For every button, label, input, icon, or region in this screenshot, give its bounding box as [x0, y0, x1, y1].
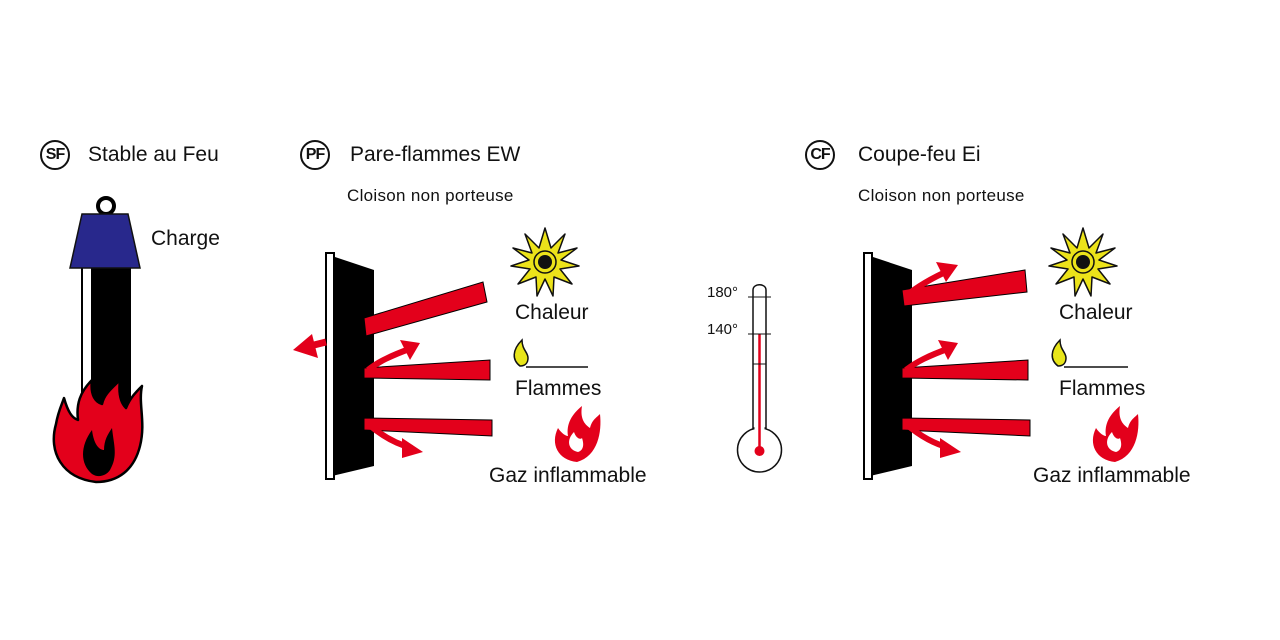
thermo-tick-140: 140°	[707, 321, 739, 338]
thermo-tick-180: 180°	[707, 284, 739, 301]
cf-label-chaleur: Chaleur	[1059, 301, 1133, 324]
pf-label-chaleur: Chaleur	[515, 301, 589, 324]
fire-icon	[52, 378, 144, 484]
weight-icon	[69, 196, 141, 269]
sf-title: Stable au Feu	[88, 143, 219, 166]
cf-gas-arrow	[901, 417, 1031, 458]
charge-label: Charge	[151, 227, 220, 250]
gas-fire-icon	[554, 406, 601, 462]
cf-partition-face	[863, 252, 873, 480]
sun-icon	[510, 227, 580, 297]
pf-partition-face	[325, 252, 335, 480]
pf-gas-arrow	[363, 417, 493, 458]
cf-wall	[863, 252, 912, 480]
cf-heat-arrow	[901, 262, 1028, 307]
sf-badge: SF	[40, 140, 70, 170]
pf-heat-arrow	[293, 281, 488, 358]
pf-badge: PF	[300, 140, 330, 170]
pf-partition	[332, 256, 374, 476]
pf-flame-arrow	[363, 340, 491, 381]
cf-title: Coupe-feu Ei	[858, 143, 981, 166]
thermometer-icon	[736, 284, 783, 473]
sf-element-column	[52, 196, 144, 484]
sun-icon	[1048, 227, 1118, 297]
cf-label-gaz: Gaz inflammable	[1033, 464, 1191, 487]
pf-label-flammes: Flammes	[515, 377, 602, 400]
pf-title: Pare-flammes EW	[350, 143, 521, 166]
cf-subtitle: Cloison non porteuse	[858, 186, 1025, 205]
cf-flame-arrow	[901, 340, 1029, 381]
cf-label-flammes: Flammes	[1059, 377, 1146, 400]
pf-subtitle: Cloison non porteuse	[347, 186, 514, 205]
pf-label-gaz: Gaz inflammable	[489, 464, 647, 487]
candle-flame-icon	[1051, 338, 1128, 368]
pf-wall	[325, 252, 374, 480]
gas-fire-icon	[1092, 406, 1139, 462]
candle-flame-icon	[513, 338, 588, 368]
cf-badge: CF	[805, 140, 835, 170]
